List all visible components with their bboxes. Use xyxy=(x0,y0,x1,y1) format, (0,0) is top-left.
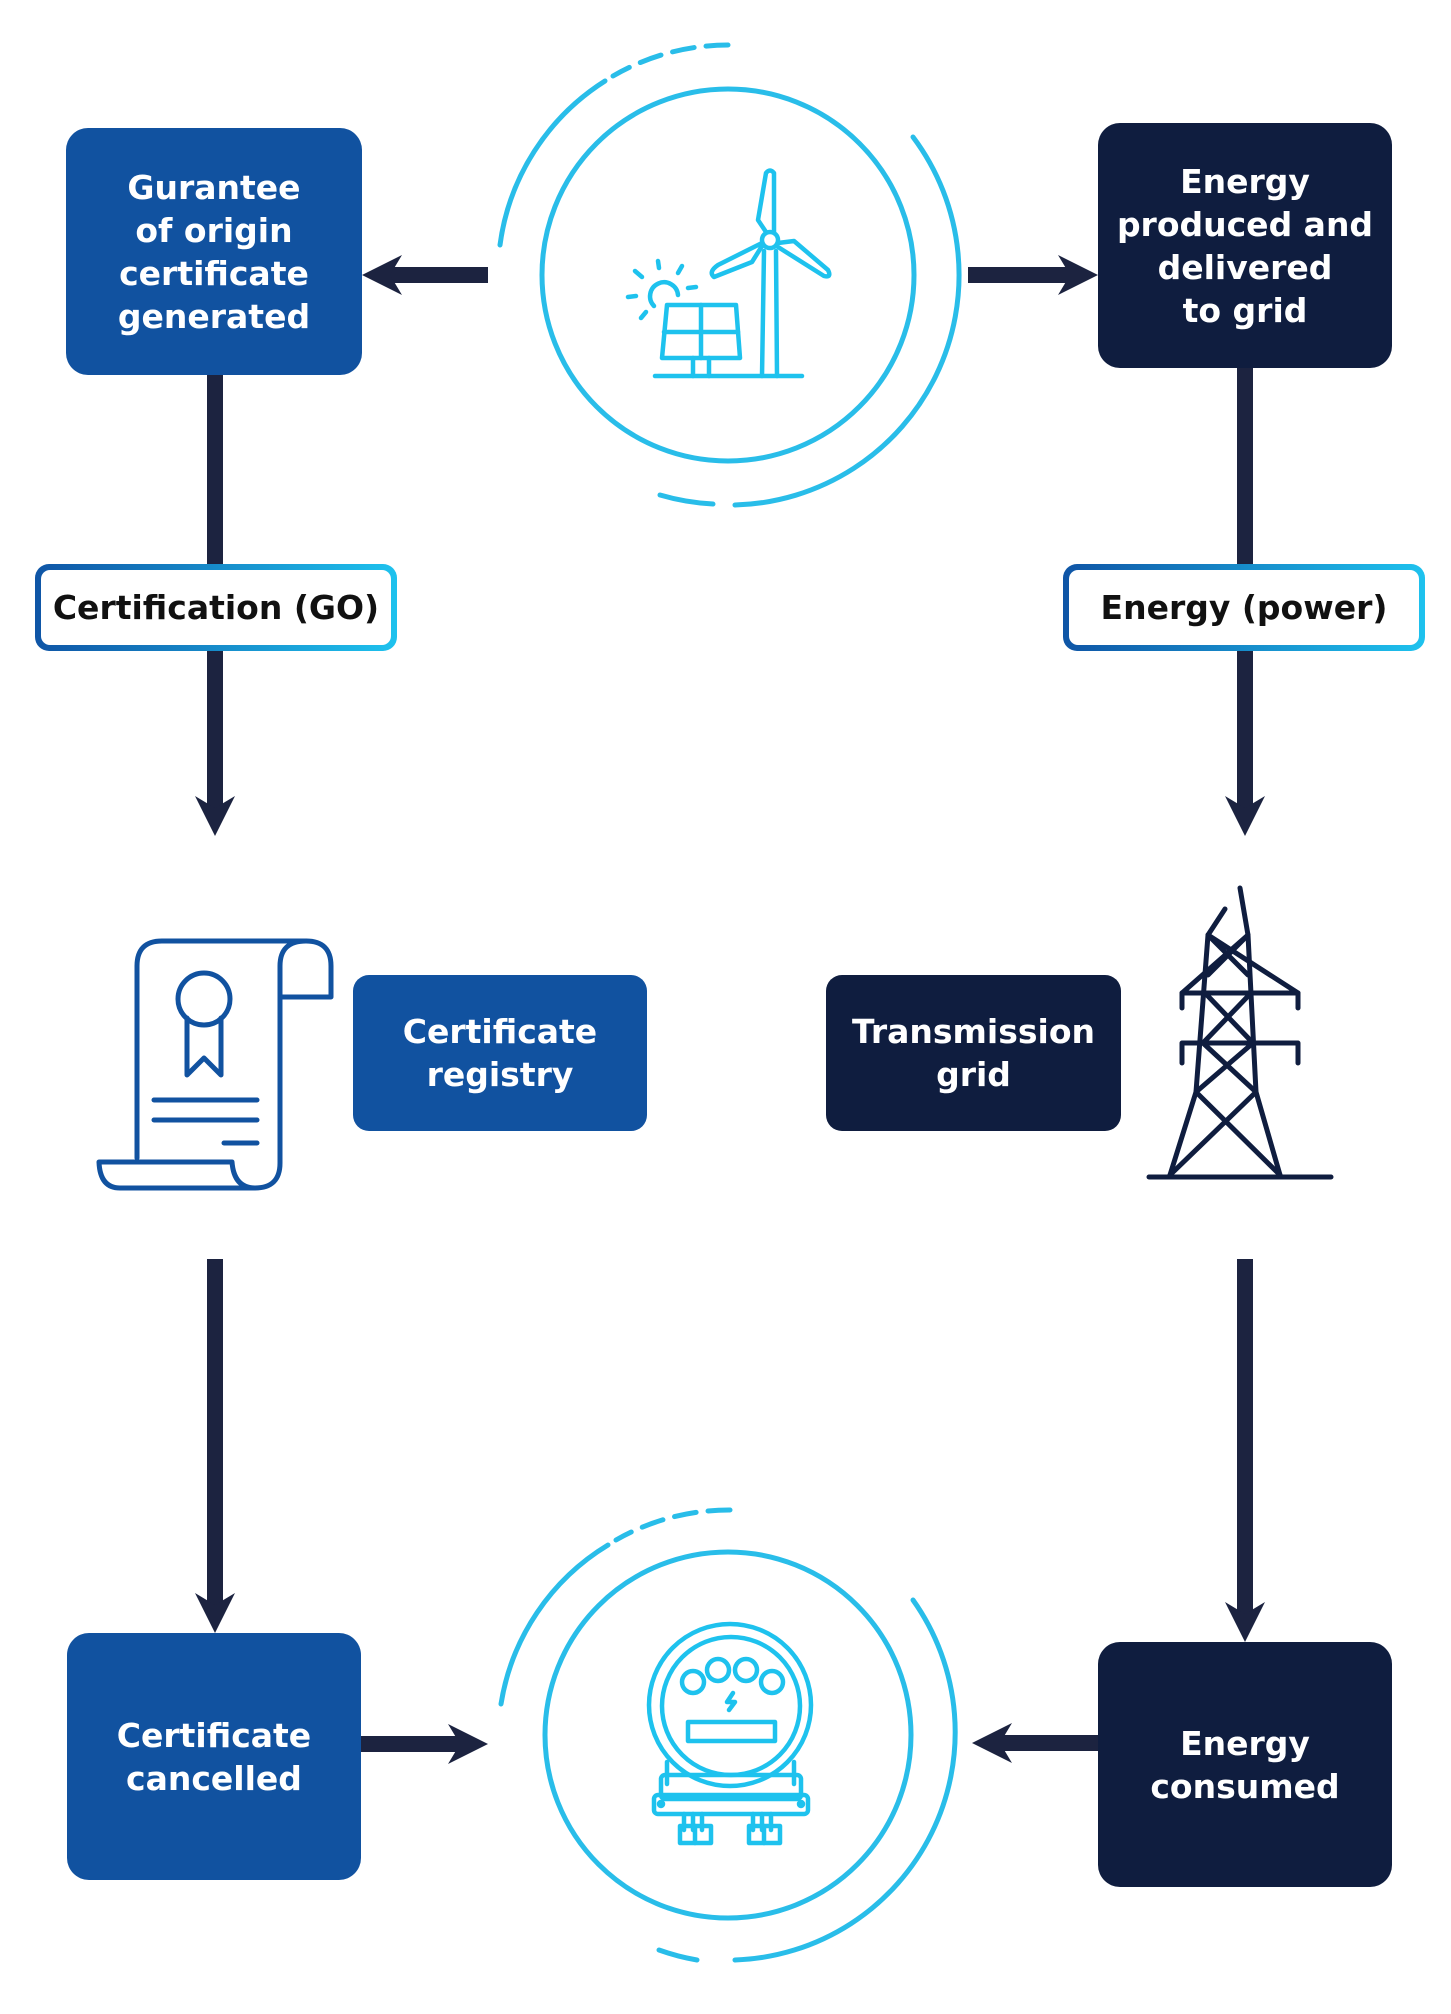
source-outer-arc-dash-bottom xyxy=(657,492,716,507)
meter-inner-ring xyxy=(542,1549,914,1921)
source-circle xyxy=(497,42,962,508)
energy-produced-text: Energy produced and delivered to grid xyxy=(1116,161,1374,330)
go-generated-text: Gurantee of origin certificate generated xyxy=(117,167,311,336)
meter-circle xyxy=(498,1507,958,1963)
go-generated-box: Gurantee of origin certificate generated xyxy=(66,128,362,375)
source-outer-arc-left xyxy=(497,78,608,248)
energy-power-label: Energy (power) xyxy=(1063,564,1425,651)
certification-go-text: Certification (GO) xyxy=(52,588,380,627)
certificate-scroll-icon xyxy=(96,938,334,1191)
meter-outer-arc-dash-bottom xyxy=(656,1947,700,1963)
electric-meter-icon xyxy=(646,1621,814,1846)
source-outer-arc-right xyxy=(732,134,962,508)
transmission-grid-box: Transmission grid xyxy=(826,975,1121,1131)
transmission-grid-text: Transmission grid xyxy=(851,1012,1096,1094)
meter-outer-arc-left xyxy=(498,1542,611,1707)
energy-consumed-box: Energy consumed xyxy=(1098,1642,1392,1887)
source-inner-ring xyxy=(539,86,917,464)
certificate-registry-box: Certificate registry xyxy=(353,975,647,1131)
energy-produced-box: Energy produced and delivered to grid xyxy=(1098,123,1392,368)
certificate-cancelled-text: Certificate cancelled xyxy=(116,1715,312,1798)
certificate-cancelled-box: Certificate cancelled xyxy=(67,1633,361,1880)
energy-consumed-text: Energy consumed xyxy=(1150,1723,1340,1806)
transmission-tower-icon xyxy=(1146,885,1334,1180)
source-outer-arc-dashed xyxy=(610,42,731,79)
certificate-registry-text: Certificate registry xyxy=(402,1012,598,1094)
energy-power-text: Energy (power) xyxy=(1100,588,1388,627)
certification-go-label: Certification (GO) xyxy=(35,564,397,651)
renewable-energy-icon xyxy=(625,168,832,379)
meter-outer-arc-dashed xyxy=(613,1507,733,1543)
meter-outer-arc-right xyxy=(732,1597,958,1963)
